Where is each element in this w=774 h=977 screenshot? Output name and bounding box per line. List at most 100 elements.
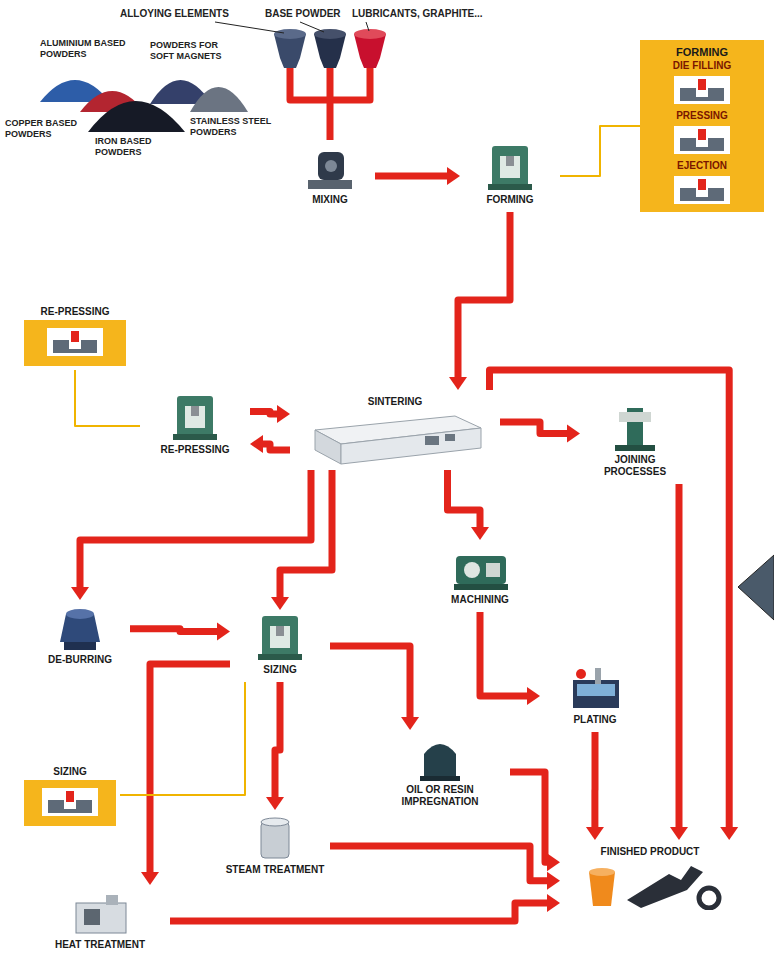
process-pipe	[266, 682, 284, 810]
process-pipe	[266, 797, 284, 810]
die-illustration	[66, 791, 74, 802]
heat-illustration	[106, 895, 118, 905]
furnace-illustration	[445, 434, 455, 441]
process-pipe	[448, 470, 490, 540]
plating-illustration	[565, 664, 625, 712]
press-illustration	[464, 144, 556, 192]
step-panel: FORMINGDIE FILLINGPRESSINGEJECTION	[640, 40, 764, 212]
die-illustration	[674, 76, 730, 104]
plating-illustration	[573, 680, 619, 708]
process-pipe	[170, 903, 554, 921]
powder-hopper	[314, 29, 346, 39]
process-station: DE-BURRING	[30, 600, 130, 672]
station-label: MACHINING	[424, 594, 536, 606]
station-label: FINISHED PRODUCT	[564, 846, 736, 858]
process-pipe	[447, 167, 460, 185]
powder-hopper	[274, 29, 386, 68]
press-illustration	[250, 614, 310, 662]
process-pipe	[217, 623, 230, 641]
feed-pipe	[290, 68, 370, 140]
process-pipe	[567, 425, 580, 443]
part-label: IRON BASED POWDERS	[95, 136, 185, 158]
furnace-illustration	[425, 436, 439, 445]
process-pipe	[277, 405, 290, 423]
lathe-illustration	[450, 544, 510, 592]
station-label: HEAT TREATMENT	[34, 939, 166, 951]
process-pipe	[71, 587, 89, 600]
station-label: JOINING PROCESSES	[584, 454, 686, 478]
deburr-illustration	[34, 604, 126, 652]
die-illustration	[71, 331, 79, 342]
panel-link	[120, 682, 245, 795]
panel-heading: SIZING	[24, 766, 116, 778]
lathe-illustration	[456, 556, 506, 584]
press-illustration	[492, 146, 528, 188]
process-pipe	[271, 597, 289, 610]
process-pipe	[510, 772, 560, 871]
furnace-illustration	[315, 430, 341, 464]
heat-illustration	[70, 889, 130, 937]
station-label: OIL OR RESIN IMPREGNATION	[374, 784, 506, 808]
deburr-illustration	[64, 642, 96, 650]
impreg-illustration	[374, 734, 506, 782]
product-illustration	[564, 860, 736, 910]
process-pipe	[586, 827, 604, 840]
furnace-illustration	[305, 410, 485, 466]
joiner-illustration	[619, 412, 651, 422]
powder-hopper	[274, 29, 306, 39]
powder-hopper	[274, 34, 306, 68]
powder-hopper	[314, 34, 346, 68]
station-label: PLATING	[544, 714, 646, 726]
process-pipe	[275, 682, 280, 804]
station-label: DE-BURRING	[34, 654, 126, 666]
step-panel-fill	[24, 780, 116, 826]
station-label: RE-PRESSING	[144, 444, 246, 456]
die-illustration	[674, 176, 730, 204]
die-illustration	[698, 79, 706, 90]
process-pipe	[547, 872, 560, 890]
process-station: FORMING	[460, 140, 560, 212]
process-pipe	[170, 894, 560, 921]
die-illustration	[674, 126, 730, 154]
leader-line	[366, 22, 369, 31]
step-panel: SIZING	[20, 760, 120, 830]
product-illustration	[627, 866, 703, 908]
panel-heading: RE-PRESSING	[24, 306, 126, 318]
die-illustration	[47, 328, 103, 356]
process-pipe	[527, 687, 540, 705]
part-label: POWDERS FOR SOFT MAGNETS	[150, 40, 240, 62]
press-illustration	[276, 626, 284, 636]
process-station: RE-PRESSING	[140, 390, 250, 462]
plating-illustration	[576, 669, 586, 679]
powder-hopper	[354, 29, 386, 39]
lathe-illustration	[424, 544, 536, 592]
heat-illustration	[76, 903, 126, 933]
panel-link	[75, 370, 140, 426]
process-pipe	[375, 173, 454, 180]
process-station: SINTERING	[290, 390, 500, 470]
process-pipe	[141, 664, 230, 885]
process-pipe	[330, 646, 410, 724]
die-illustration	[42, 788, 98, 816]
process-pipe	[670, 484, 688, 840]
leader-line	[300, 22, 324, 32]
steam-illustration	[224, 814, 326, 862]
joiner-illustration	[584, 404, 686, 452]
process-pipe	[480, 612, 534, 696]
furnace-illustration	[294, 410, 496, 466]
steam-illustration	[245, 814, 305, 862]
deburr-illustration	[66, 609, 94, 619]
process-station: MIXING	[285, 140, 375, 212]
part-label: ALLOYING ELEMENTS	[120, 8, 229, 20]
process-pipe	[375, 167, 460, 185]
die-illustration	[674, 126, 730, 154]
heat-illustration	[84, 909, 100, 925]
product-illustration	[575, 860, 725, 910]
process-station: STEAM TREATMENT	[220, 810, 330, 882]
press-illustration	[506, 156, 514, 166]
die-illustration	[674, 126, 730, 154]
furnace-illustration	[341, 428, 481, 464]
press-illustration	[144, 394, 246, 442]
process-station: JOINING PROCESSES	[580, 400, 690, 484]
press-illustration	[488, 184, 532, 190]
